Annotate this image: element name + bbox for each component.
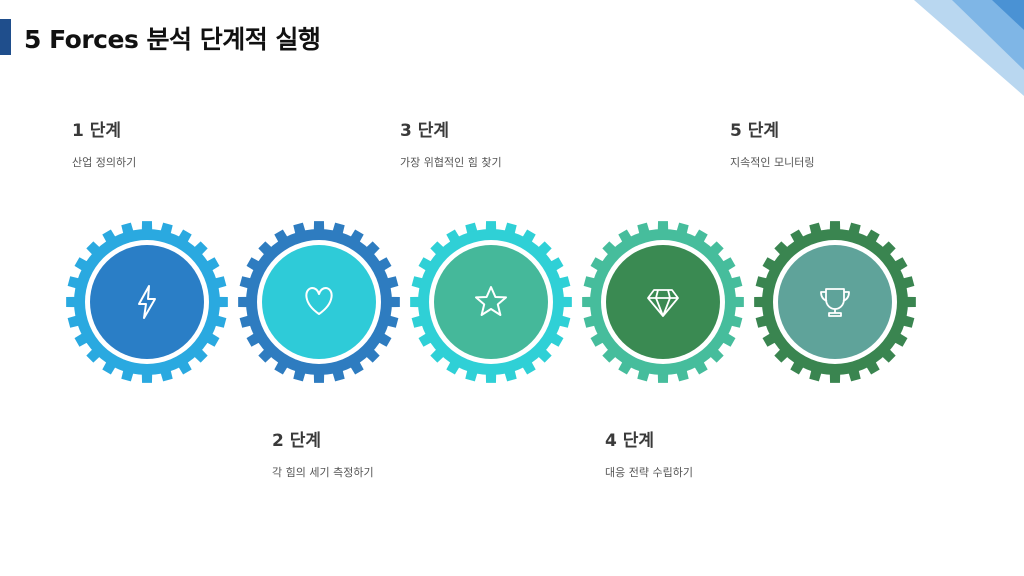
heart-icon [305,287,333,315]
star-icon [475,286,507,316]
gear-graphic [66,221,228,383]
step-4-description: 대응 전략 수립하기 [605,466,693,479]
gear-graphic [582,221,744,383]
step-4-heading: 4 단계 [605,431,655,451]
step-5-gear [753,220,917,384]
step-5-label: 5 단계 지속적인 모니터링 [730,116,814,170]
step-2-gear [237,220,401,384]
step-2-label: 2 단계 각 힘의 세기 측정하기 [272,426,374,480]
gear-core [90,245,204,359]
page-title: 5 Forces 분석 단계적 실행 [24,25,321,54]
step-5-heading: 5 단계 [730,121,780,141]
gear-graphic [410,221,572,383]
step-3-gear [409,220,573,384]
gear-graphic [238,221,400,383]
step-3-description: 가장 위협적인 힘 찾기 [400,156,502,169]
step-3-heading: 3 단계 [400,121,450,141]
step-1-gear [65,220,229,384]
gear-core [262,245,376,359]
trophy-icon [820,288,850,317]
gear-core [606,245,720,359]
step-3-label: 3 단계 가장 위협적인 힘 찾기 [400,116,502,170]
step-5-description: 지속적인 모니터링 [730,156,815,169]
corner-decoration [914,0,1024,96]
step-1-label: 1 단계 산업 정의하기 [72,116,136,170]
gear-graphic [754,221,916,383]
step-1-heading: 1 단계 [72,121,122,141]
diamond-icon [647,289,679,317]
gear-core [778,245,892,359]
gear-core [434,245,548,359]
step-1-description: 산업 정의하기 [72,156,137,169]
step-4-label: 4 단계 대응 전략 수립하기 [605,426,693,480]
step-2-description: 각 힘의 세기 측정하기 [272,466,374,479]
step-4-gear [581,220,745,384]
step-2-heading: 2 단계 [272,431,322,451]
lightning-icon [138,285,156,319]
title-accent-bar [0,19,11,55]
